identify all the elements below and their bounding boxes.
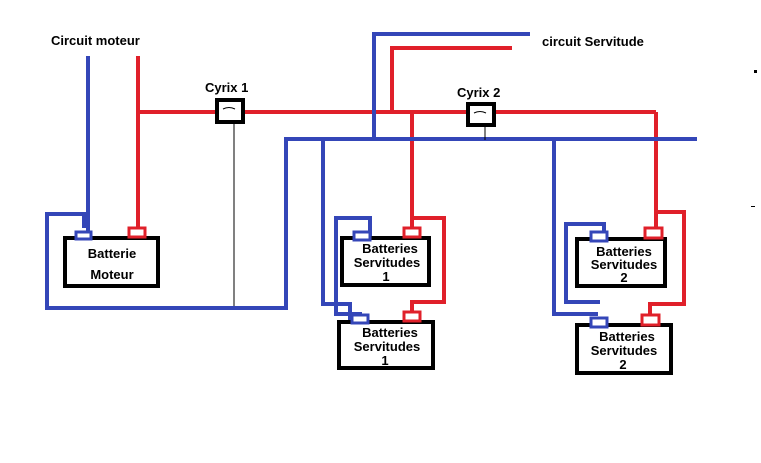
battery-servitudes-1-top: Batteries Servitudes 1 bbox=[340, 226, 431, 287]
cyrix2-relay bbox=[466, 102, 496, 127]
battery-serv2-top-positive-terminal bbox=[643, 226, 664, 240]
battery-serv1-top-label-line3: 1 bbox=[382, 269, 389, 284]
red-wire-servitude-riser bbox=[390, 46, 512, 110]
battery-serv1-top-positive-terminal bbox=[402, 226, 422, 239]
battery-serv2-bottom-body bbox=[575, 323, 673, 375]
negative-wires bbox=[45, 32, 697, 322]
battery-serv1-bottom-label-line2: Servitudes bbox=[354, 339, 420, 354]
battery-serv2-bottom-label-line2: Servitudes bbox=[591, 343, 657, 358]
label-circuit-servitude: circuit Servitude bbox=[542, 34, 644, 49]
label-cyrix2: Cyrix 2 bbox=[457, 85, 500, 100]
battery-serv1-top-label-line2: Servitudes bbox=[354, 255, 420, 270]
battery-serv2-top-body bbox=[575, 237, 667, 288]
battery-serv2-bottom-positive-terminal bbox=[640, 313, 661, 327]
cyrix1-relay bbox=[215, 98, 245, 124]
battery-serv1-bottom-negative-terminal bbox=[350, 313, 370, 325]
battery-serv2-bottom-negative-terminal bbox=[589, 316, 609, 329]
battery-serv2-top-label-line3: 2 bbox=[620, 270, 627, 285]
label-cyrix1: Cyrix 1 bbox=[205, 80, 248, 95]
battery-moteur-label-line2: Moteur bbox=[90, 267, 133, 282]
battery-moteur-label-line1: Batterie bbox=[88, 246, 136, 261]
battery-serv2-top-label-line2: Servitudes bbox=[591, 257, 657, 272]
battery-serv1-bottom-positive-terminal bbox=[402, 310, 422, 323]
battery-moteur: Batterie Moteur bbox=[63, 226, 160, 288]
battery-serv2-bottom-label-line1: Batteries bbox=[599, 329, 655, 344]
battery-servitudes-2-bottom: Batteries Servitudes 2 bbox=[575, 313, 673, 375]
edge-marks bbox=[751, 70, 757, 207]
blue-wire-servitude-riser bbox=[372, 32, 530, 137]
battery-serv1-bottom-label-line3: 1 bbox=[381, 353, 388, 368]
blue-wire-serv2-drop bbox=[552, 139, 598, 316]
battery-servitudes-1-bottom: Batteries Servitudes 1 bbox=[337, 310, 435, 370]
label-circuit-moteur: Circuit moteur bbox=[51, 33, 140, 48]
blue-wire-serv2-inner bbox=[564, 222, 606, 304]
battery-moteur-positive-terminal bbox=[127, 226, 147, 239]
battery-serv1-top-negative-terminal bbox=[352, 230, 372, 242]
battery-serv2-bottom-label-line3: 2 bbox=[619, 357, 626, 372]
blue-wire-moteur-loop bbox=[45, 137, 697, 310]
battery-serv2-top-label-line1: Batteries bbox=[596, 244, 652, 259]
battery-serv1-top-body bbox=[340, 236, 431, 287]
red-wire-serv2-loop bbox=[648, 210, 686, 316]
battery-moteur-body bbox=[63, 236, 160, 288]
battery-serv2-top-negative-terminal bbox=[589, 230, 609, 243]
battery-serv1-top-label-line1: Batteries bbox=[362, 241, 418, 256]
battery-serv1-bottom-body bbox=[337, 320, 435, 370]
red-wire-serv1-loop bbox=[410, 216, 446, 314]
battery-serv1-bottom-label-line1: Batteries bbox=[362, 325, 418, 340]
battery-servitudes-2-top: Batteries Servitudes 2 bbox=[575, 226, 667, 288]
battery-moteur-negative-terminal bbox=[74, 230, 93, 241]
